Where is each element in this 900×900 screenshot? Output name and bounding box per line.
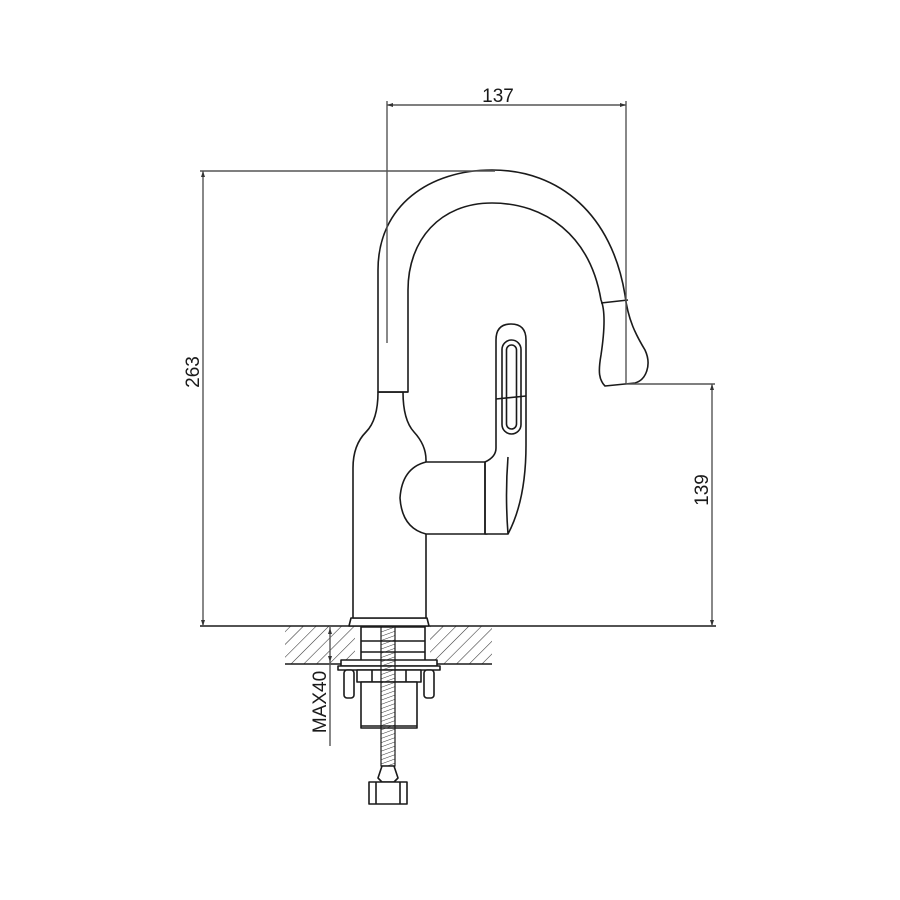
base-flange (348, 617, 430, 627)
hose-fitting-nut (368, 781, 408, 805)
handle-dome (399, 461, 488, 535)
handle-seam (495, 395, 527, 400)
spout (377, 169, 649, 393)
countertop-hatch-right (430, 626, 492, 664)
countertop-section (285, 626, 492, 665)
dimension-overall-height: 263 (183, 170, 495, 626)
handle-slot-inner (505, 344, 518, 430)
reach-label: 137 (482, 86, 514, 107)
pullout-head-seam (600, 299, 629, 304)
countertop-hatch-left (285, 626, 355, 664)
height-label: 263 (183, 356, 204, 388)
deck-thickness-label: MAX40 (310, 671, 331, 733)
dimension-outlet-height: 139 (626, 383, 715, 626)
threaded-stud (380, 625, 396, 767)
dimension-deck-thickness: MAX40 (310, 626, 332, 746)
hose-collar (377, 765, 399, 783)
gooseneck-spout (377, 169, 649, 393)
dimension-spout-reach: 137 (386, 86, 627, 383)
lever-handle (399, 323, 527, 535)
mounting-bolt-left (343, 669, 355, 699)
outlet-height-label: 139 (692, 474, 713, 506)
mounting-bolt-right (423, 669, 435, 699)
mounting-hardware (337, 625, 441, 805)
